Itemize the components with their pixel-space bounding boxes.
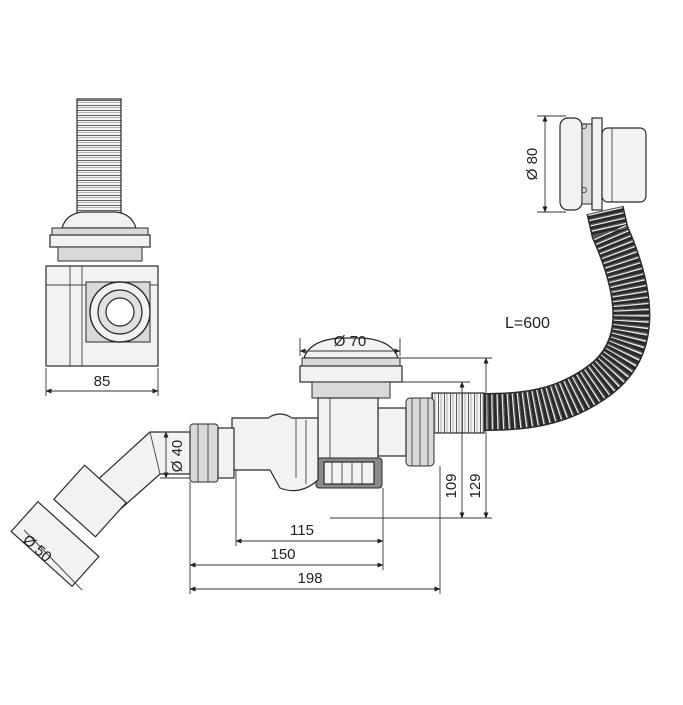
dim-o40: Ø 40	[160, 431, 190, 479]
inlet-sleeve	[52, 464, 128, 538]
main-waste-assembly: Ø 50	[10, 337, 485, 591]
outlet-nut	[189, 423, 219, 483]
top-nut	[57, 246, 143, 262]
vertical-corrugated-pipe	[76, 98, 122, 215]
flexible-hose: L=600	[479, 205, 651, 431]
dim-label-o40: Ø 40	[169, 440, 186, 473]
siphon-body	[231, 413, 319, 492]
dim-label-109: 109	[443, 473, 460, 498]
top-view: 85	[45, 98, 159, 396]
dim-label-85: 85	[94, 373, 111, 390]
dim-label-129: 129	[467, 473, 484, 498]
top-flange	[49, 234, 151, 248]
dim-o70: Ø 70	[299, 333, 401, 356]
dim-label-115: 115	[290, 522, 314, 539]
dim-lengths: 115 150 198	[189, 466, 441, 594]
dim-label-o80: Ø 80	[524, 148, 541, 181]
top-cap-ring	[51, 227, 149, 236]
drain-body	[317, 397, 379, 461]
dim-label-150: 150	[270, 546, 295, 563]
dim-label-o70: Ø 70	[334, 333, 367, 350]
top-cap	[61, 211, 137, 229]
overflow-head: Ø 80	[524, 115, 647, 213]
dim-heights: 109 129	[330, 357, 492, 519]
hose-length-label: L=600	[505, 315, 550, 332]
dim-label-198: 198	[297, 570, 322, 587]
overflow-cover	[559, 117, 583, 211]
overflow-body	[601, 127, 647, 203]
inlet-pipe-end	[10, 500, 100, 588]
horizontal-corrugated-pipe	[431, 392, 485, 434]
outlet-opening	[105, 297, 135, 327]
